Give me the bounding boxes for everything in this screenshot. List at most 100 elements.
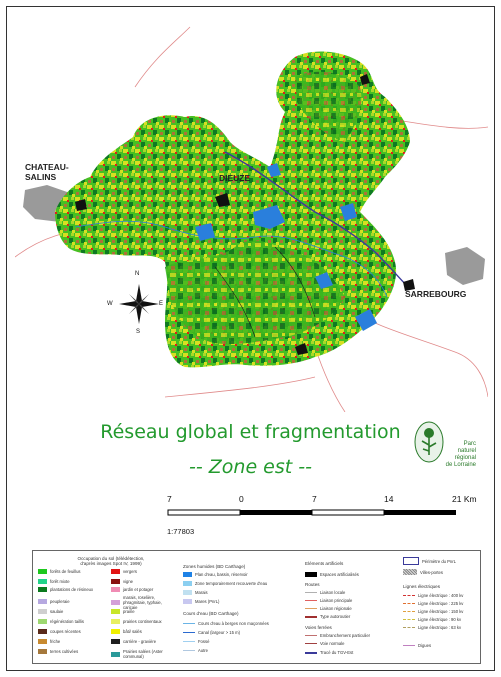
logo-line1: Parc bbox=[463, 441, 476, 447]
thistle-logo-icon bbox=[414, 421, 444, 463]
legend-item: Ligne électrique : 150 kv bbox=[403, 609, 463, 614]
legend-item: Liaison régionale bbox=[305, 606, 352, 611]
legend-swatch bbox=[38, 579, 47, 584]
legend-item: Type autoroutier bbox=[305, 614, 350, 619]
legend-item: Ligne électrique : 90 kv bbox=[403, 617, 461, 622]
legend-swatch bbox=[38, 587, 47, 592]
legend-electriques-heading: Lignes électriques bbox=[403, 584, 441, 589]
legend-line bbox=[403, 645, 415, 646]
scale-bar: 7 0 7 14 21 Km 1:77803 bbox=[7, 492, 494, 542]
compass-n: N bbox=[135, 271, 140, 277]
scale-tick-label: 7 bbox=[312, 494, 317, 504]
legend-line bbox=[403, 603, 415, 604]
legend-line bbox=[183, 650, 195, 651]
land-use-map bbox=[15, 26, 488, 412]
legend-item: Tracé du TGV-Est bbox=[305, 650, 353, 655]
scale-tick-label: 7 bbox=[167, 494, 172, 504]
map-title: Réseau global et fragmentation bbox=[100, 421, 401, 443]
legend-item: Prairies salées (Aster communal) bbox=[111, 649, 167, 659]
legend-swatch bbox=[183, 590, 192, 595]
legend-item: régénération taillis bbox=[38, 619, 84, 624]
legend-line bbox=[403, 619, 415, 620]
logo-line3: régional bbox=[454, 455, 476, 461]
legend-line bbox=[305, 651, 317, 654]
legend-humides-heading: Zones humides (BD Carthage) bbox=[183, 564, 246, 569]
legend-swatch bbox=[403, 557, 419, 565]
legend-swatch bbox=[111, 579, 120, 584]
legend-swatch bbox=[38, 629, 47, 634]
map-frame: CHATEAU- SALINS DIEUZE SARREBOURG N S W … bbox=[6, 6, 495, 671]
legend-item: carrière - gravière bbox=[111, 639, 156, 644]
legend-item: Périmètre du PnrL bbox=[403, 557, 456, 565]
legend-swatch bbox=[111, 587, 120, 592]
legend-item: Plan d'eau, bassin, réservoir bbox=[183, 572, 248, 577]
legend-item: prairies continentaux bbox=[111, 619, 162, 624]
legend-line bbox=[183, 632, 195, 633]
legend-item: forêts de feuillus bbox=[38, 569, 81, 574]
parc-logo: Parc naturel régional de Lorraine bbox=[410, 421, 476, 479]
scale-tick-label: 21 Km bbox=[452, 494, 477, 504]
legend-swatch bbox=[183, 599, 192, 604]
legend-line bbox=[305, 635, 317, 636]
legend-occupation-heading: Occupation du sol (télédétection, d'aprè… bbox=[77, 556, 145, 566]
legend-item: forêt mixte bbox=[38, 579, 70, 584]
legend-swatch bbox=[38, 649, 47, 654]
town-label-chateau-salins: CHATEAU- SALINS bbox=[25, 162, 69, 182]
legend-line bbox=[183, 623, 195, 624]
legend-swatch bbox=[183, 581, 192, 586]
town-label-sarrebourg: SARREBOURG bbox=[405, 289, 467, 299]
legend-line bbox=[403, 611, 415, 612]
legend-item: Ligne électrique : 400 kv bbox=[403, 593, 463, 598]
legend-item: Liaison locale bbox=[305, 590, 345, 595]
logo-line2: naturel bbox=[457, 448, 476, 454]
compass-w: W bbox=[107, 301, 113, 307]
legend-swatch bbox=[111, 629, 120, 634]
legend-item: plantations de résineux bbox=[38, 587, 94, 592]
legend-item: friche bbox=[38, 639, 60, 644]
legend-swatch bbox=[111, 569, 120, 574]
legend-item: Fossé bbox=[183, 639, 209, 644]
legend-swatch bbox=[111, 600, 120, 605]
scale-tick-label: 0 bbox=[239, 494, 244, 504]
legend-item: coupes récentes bbox=[38, 629, 81, 634]
legend-swatch bbox=[305, 572, 317, 577]
legend-line bbox=[305, 643, 317, 644]
legend-swatch bbox=[38, 599, 47, 604]
legend-item: saulaie bbox=[38, 609, 63, 614]
legend-item: Embranchement particulier bbox=[305, 633, 370, 638]
scale-ratio: 1:77803 bbox=[167, 527, 195, 536]
legend-item: prairie bbox=[111, 609, 135, 614]
legend-item: Cours d'eau à berges non maçonnées bbox=[183, 621, 269, 626]
legend-item: Ligne électrique : 225 kv bbox=[403, 601, 463, 606]
legend-cours-heading: Cours d'eau (BD Carthage) bbox=[183, 611, 239, 616]
legend-item: Liaison principale bbox=[305, 598, 352, 603]
legend-swatch bbox=[111, 619, 120, 624]
legend-item: peupleraie bbox=[38, 599, 70, 604]
legend-item: bâti/ salés bbox=[111, 629, 142, 634]
scale-bar-graphic bbox=[167, 509, 456, 516]
legend-ferrees-heading: Voies ferrées bbox=[305, 625, 332, 630]
legend-swatch bbox=[403, 569, 417, 575]
legend-artificiels-heading: Eléments artificiels bbox=[305, 561, 344, 566]
legend-swatch bbox=[183, 572, 192, 577]
legend-routes-heading: Routes bbox=[305, 582, 320, 587]
compass-rose bbox=[119, 284, 159, 324]
legend-swatch bbox=[111, 651, 120, 657]
compass-s: S bbox=[136, 329, 141, 335]
legend-item: Canal (largeur > 15 m) bbox=[183, 630, 240, 635]
legend-line bbox=[305, 615, 317, 618]
legend-item: Zone temporairement recouverte d'eau bbox=[183, 581, 267, 586]
legend-item: Autre bbox=[183, 648, 208, 653]
legend-swatch bbox=[38, 609, 47, 614]
legend-item: jardin et potager bbox=[111, 587, 153, 592]
legend-swatch bbox=[111, 639, 120, 644]
legend-item: vergers bbox=[111, 569, 137, 574]
legend-line bbox=[183, 641, 195, 642]
legend-item: Espaces artificialisés bbox=[305, 572, 359, 577]
legend-item: Voie normale bbox=[305, 641, 344, 646]
legend-item: terres cultivées bbox=[38, 649, 78, 654]
legend-swatch bbox=[38, 639, 47, 644]
logo-line4: de Lorraine bbox=[445, 462, 476, 468]
legend-item: marais, roselière, phragmitaie, typhaie,… bbox=[111, 595, 169, 610]
map-subtitle: -- Zone est -- bbox=[189, 456, 312, 478]
